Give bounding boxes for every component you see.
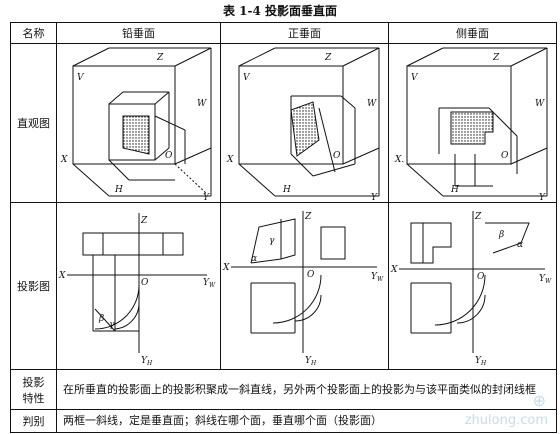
label-beta: β	[498, 230, 504, 240]
projection-row: 投影图 Z X O YW YH β	[10, 202, 557, 370]
iso-fig-2: V Z W X O H Y	[220, 43, 389, 203]
label-v: V	[77, 73, 85, 83]
table-caption: 表 1-4 投影面垂直面	[222, 4, 338, 18]
label-property-1: 投影	[22, 375, 45, 389]
proj-vertical-plane-figure: Z X O YW YH β γ	[58, 213, 216, 367]
label-x: X	[226, 155, 234, 165]
label-o: O	[141, 278, 149, 288]
watermark-site: zhulong.com	[464, 413, 548, 428]
iso-fig-3: V Z W X. O H Y	[388, 43, 557, 203]
label-y: Y	[203, 193, 210, 202]
iso-vertical-plane-figure: V Z W X O H Y	[60, 47, 212, 202]
projection-table: 名称 铅垂面 正垂面 侧垂面 直观图	[10, 22, 557, 433]
header-col3: 侧垂面	[388, 22, 557, 44]
label-yh: YH	[305, 356, 317, 367]
label-yw: YW	[539, 274, 552, 285]
judge-text: 两框一斜线，定是垂直面；斜线在哪个面，垂直哪个面（投影面）	[56, 409, 557, 433]
watermark-logo: ⊕	[532, 391, 546, 410]
label-property-2: 特性	[22, 391, 45, 405]
proj-profile-plane-figure: Z X O YW YH β α	[390, 211, 552, 367]
label-x: X	[222, 263, 230, 273]
label-x: X	[390, 265, 398, 275]
property-row: 投影 特性 在所垂直的投影面上的投影积聚成一斜直线，另外两个投影面上的投影为与该…	[10, 369, 557, 410]
header-col1: 铅垂面	[56, 22, 221, 44]
label-z: Z	[324, 53, 332, 63]
label-gamma: γ	[109, 320, 115, 330]
header-row: 名称 铅垂面 正垂面 侧垂面	[10, 22, 557, 44]
judge-row: 判别 两框一斜线，定是垂直面；斜线在哪个面，垂直哪个面（投影面）	[10, 409, 557, 433]
label-yh: YH	[475, 356, 487, 367]
label-yh: YH	[141, 356, 153, 367]
label-x: X.	[394, 155, 404, 165]
label-beta: β	[98, 314, 104, 324]
label-w: W	[535, 99, 545, 109]
property-text: 在所垂直的投影面上的投影积聚成一斜直线，另外两个投影面上的投影为与该平面类似的封…	[56, 369, 557, 410]
label-x: X	[58, 271, 66, 281]
label-o: O	[501, 151, 509, 161]
label-o: O	[165, 151, 173, 161]
label-alpha: α	[251, 254, 257, 264]
label-w: W	[367, 99, 377, 109]
intuitive-row: 直观图 V Z W	[10, 43, 557, 203]
label-o: O	[307, 270, 315, 280]
iso-frontal-plane-figure: V Z W X O H Y	[226, 47, 380, 202]
proj-frontal-plane-figure: Z X O YW YH γ α	[222, 211, 384, 367]
label-alpha: α	[517, 240, 523, 250]
label-z: Z	[304, 212, 312, 222]
proj-fig-3: Z X O YW YH β α	[388, 202, 557, 370]
label-v: V	[243, 73, 251, 83]
header-name: 名称	[10, 22, 57, 44]
label-z: Z	[140, 216, 148, 226]
label-judge: 判别	[10, 409, 57, 433]
label-yw: YW	[371, 272, 384, 283]
label-x: X	[60, 155, 68, 165]
label-yw: YW	[203, 278, 216, 289]
iso-fig-1: V Z W X O H Y	[56, 43, 221, 203]
label-gamma: γ	[269, 236, 275, 246]
proj-fig-2: Z X O YW YH γ α	[220, 202, 389, 370]
label-o: O	[477, 272, 485, 282]
label-h: H	[282, 185, 291, 195]
label-z: Z	[474, 212, 482, 222]
label-y: Y	[539, 193, 546, 202]
label-w: W	[197, 99, 207, 109]
proj-fig-1: Z X O YW YH β γ	[56, 202, 221, 370]
label-z: Z	[492, 53, 500, 63]
label-property: 投影 特性	[10, 369, 57, 410]
label-projection: 投影图	[10, 202, 57, 370]
label-h: H	[450, 185, 459, 195]
label-y: Y	[371, 193, 378, 202]
label-h: H	[114, 185, 123, 195]
label-intuitive: 直观图	[10, 43, 57, 203]
iso-profile-plane-figure: V Z W X. O H Y	[394, 47, 548, 202]
label-z: Z	[156, 53, 164, 63]
label-o: O	[333, 151, 341, 161]
label-v: V	[411, 73, 419, 83]
header-col2: 正垂面	[220, 22, 389, 44]
